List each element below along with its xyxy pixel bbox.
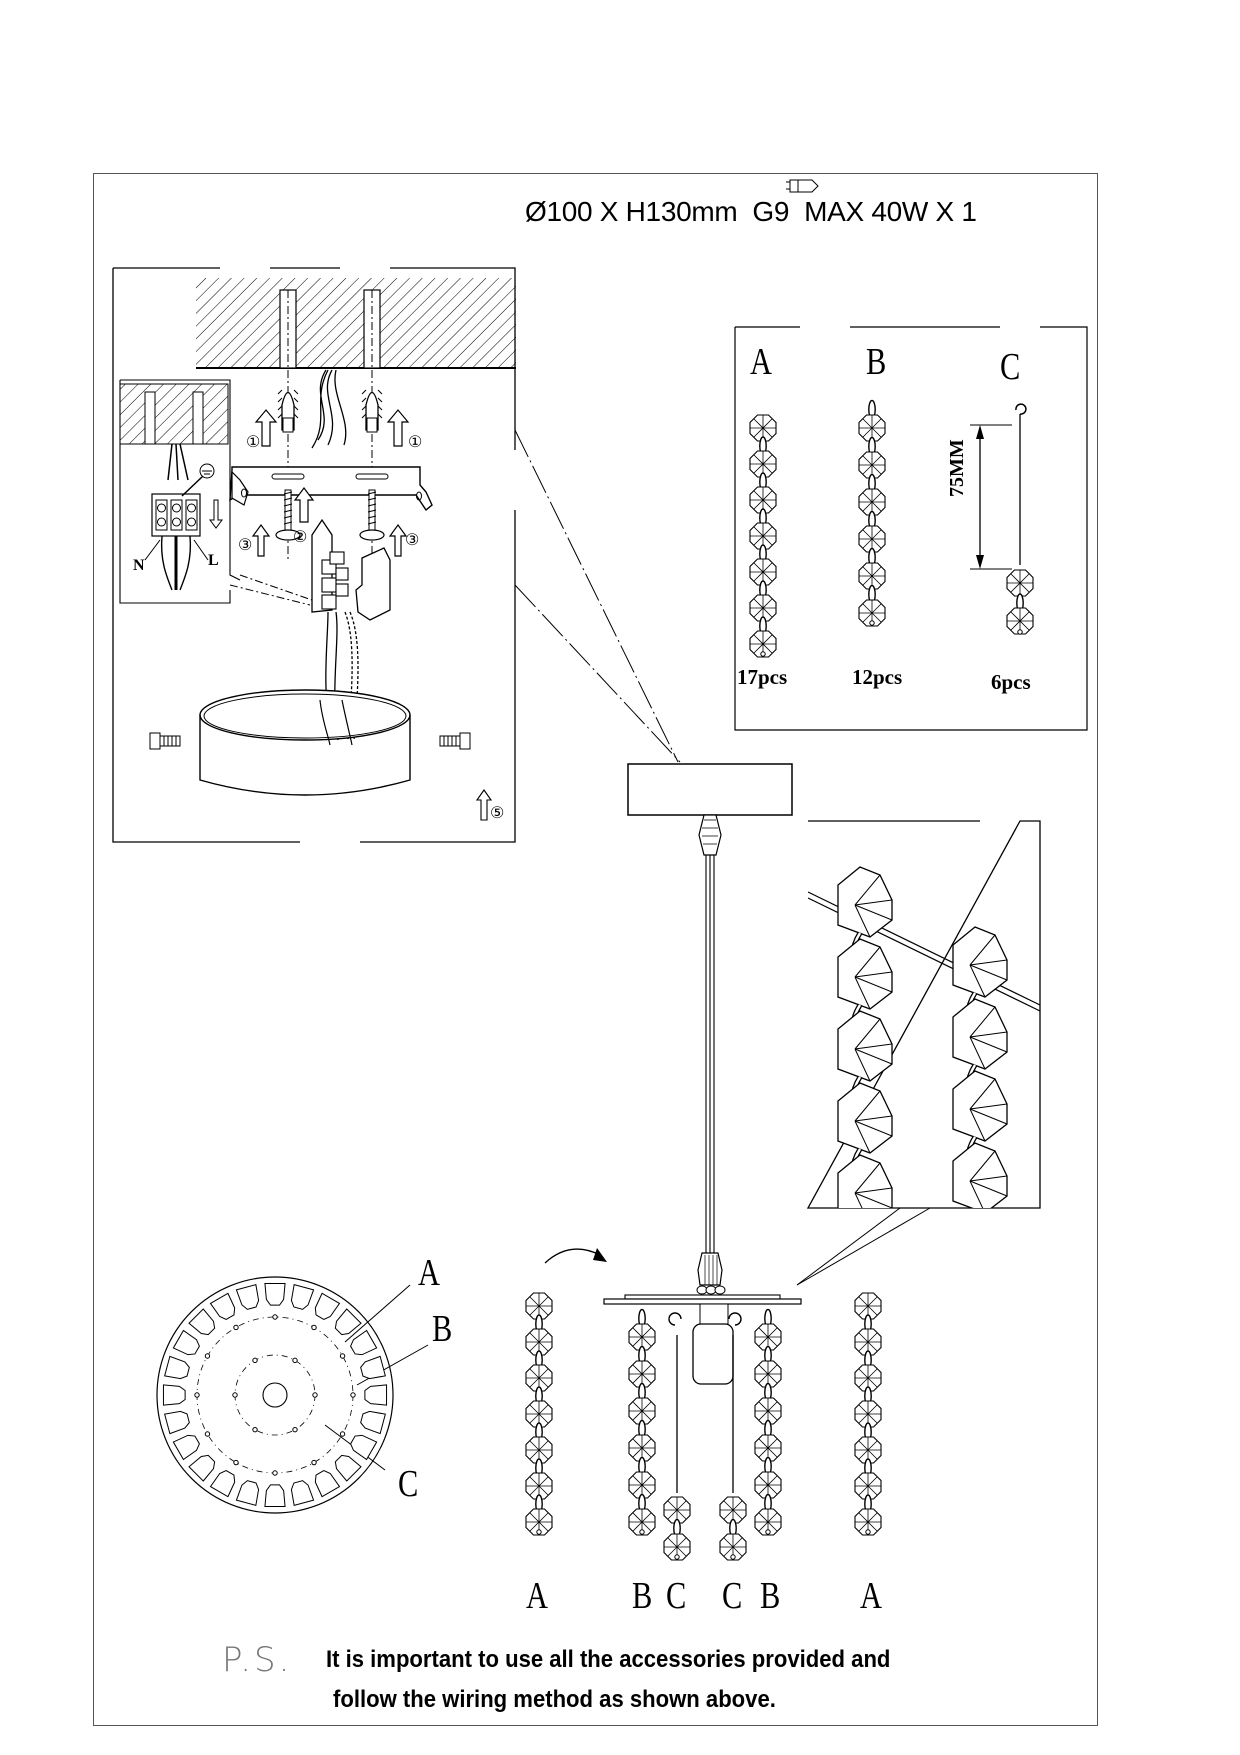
part-qty-c: 6pcs [991,670,1031,694]
arrow-up-icon [388,523,408,557]
wire-label-l: L [208,552,219,569]
connector-block [355,547,391,621]
dimension-label: 75MM [946,439,968,497]
step-3-marker: ③ [405,532,419,549]
crystal-strand-b-icon [858,399,886,627]
crystal-closeup-icon [837,1154,893,1208]
pendant-assembly [525,763,931,1561]
spec-text: Ø100 X H130mm G9 MAX 40W X 1 [525,196,977,227]
step-2-marker: ② [293,529,307,546]
wall-anchor-icon [361,389,383,433]
arrow-up-icon [251,523,271,557]
part-qty-a: 17pcs [737,665,788,689]
top-view-label-b: B [432,1308,453,1350]
mounting-detail: ① ① ② ③ ③ [112,267,681,843]
crystal-closeup-icon [952,926,1008,998]
mounting-bracket [229,466,433,512]
crystal-strand-a-icon [749,414,777,658]
footer-note-line2: follow the wiring method as shown above. [333,1686,776,1713]
canopy-cup [199,689,411,741]
wall-anchor-icon [277,389,299,433]
footer-note-line1: It is important to use all the accessori… [326,1646,891,1673]
lamp-socket [692,1323,734,1385]
top-view [156,1276,429,1514]
strand-label: A [860,1575,882,1617]
strand-label: C [722,1575,743,1617]
arrow-up-icon [293,487,315,523]
crystal-closeup-icon [952,1142,1008,1208]
arrow-up-icon [254,409,278,447]
arrow-icon [593,1248,607,1262]
strand-label: C [666,1575,687,1617]
crystal-closeup-icon [837,938,893,1010]
rod-coupling [698,814,722,856]
part-label-c: C [1000,346,1021,388]
step-1-marker: ① [408,434,422,451]
page-frame [93,173,1098,1726]
ps-prefix: P.S. [222,1640,293,1680]
screw-icon [359,489,385,541]
part-qty-b: 12pcs [852,665,903,689]
screw-icon [275,489,301,541]
step-1-marker: ① [246,434,260,451]
part-label-b: B [866,341,887,383]
dimension-75mm [970,424,1012,570]
crystal-closeup-icon [837,1010,893,1082]
crystal-closeup-icon [837,1082,893,1154]
strand-label: A [526,1575,548,1617]
mains-cables [311,369,347,449]
strand-label: B [632,1575,653,1617]
step-3-marker: ③ [238,537,252,554]
crystal-closeup-icon [952,1070,1008,1142]
part-label-a: A [750,341,772,383]
g9-bulb-icon [782,179,820,193]
step-5-marker: ⑤ [490,805,504,822]
ceiling-hatch [196,278,516,368]
strand-label: B [760,1575,781,1617]
top-view-label-a: A [418,1252,440,1294]
crystal-ring-plate [603,1298,802,1305]
arrow-up-icon [386,409,410,447]
parts-box [734,326,1088,731]
screw-icon [149,732,181,750]
crystal-strand-c-icon [1006,403,1034,635]
crystal-closeup [806,820,1041,1209]
crystal-closeup-icon [952,998,1008,1070]
ceiling-canopy [627,763,793,816]
arrow-up-icon [475,789,493,821]
screw-icon [439,732,471,750]
top-view-label-c: C [398,1463,419,1505]
crystal-closeup-icon [837,866,893,938]
wire-label-n: N [133,557,145,574]
